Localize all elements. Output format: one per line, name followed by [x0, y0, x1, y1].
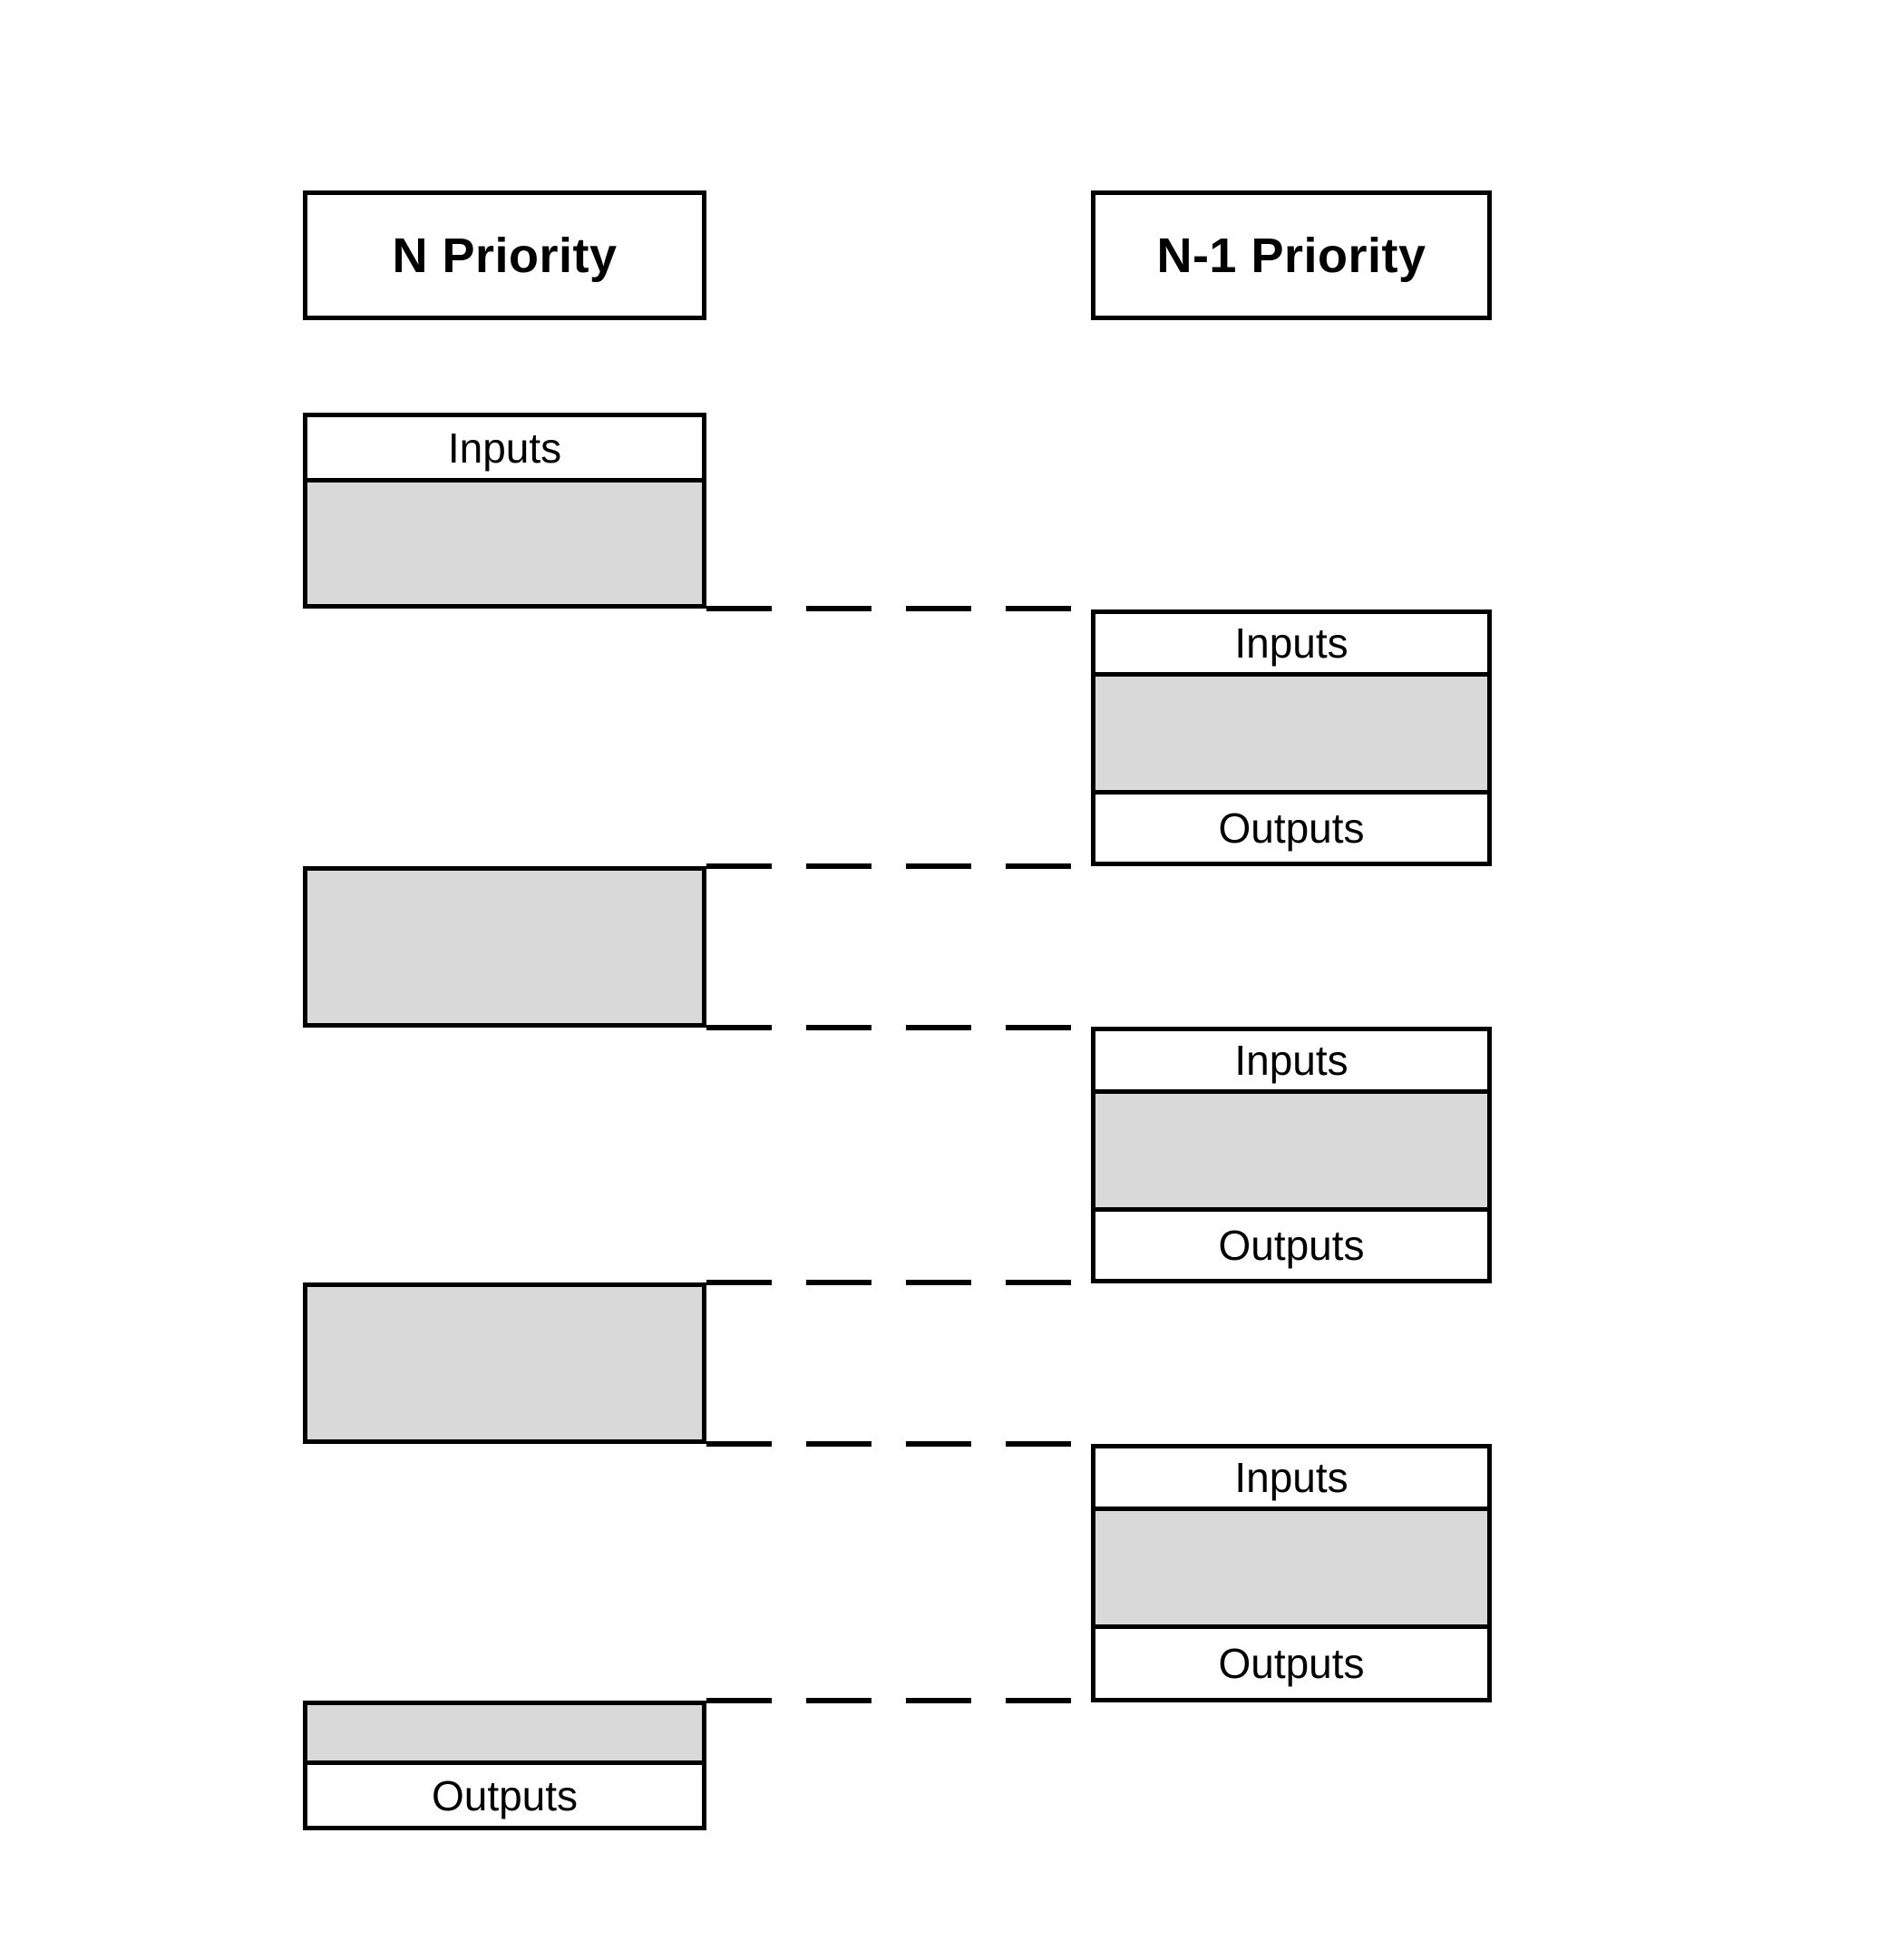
- dashed-connector-connector-6: [706, 1698, 1091, 1703]
- block-body-n1-block-2: [1095, 1094, 1487, 1212]
- block-body-n-block-2: [307, 871, 702, 1023]
- dashed-connector-connector-3: [706, 1025, 1091, 1030]
- header-box-n-1-priority: N-1 Priority: [1091, 190, 1492, 320]
- block-row-inputs-n1-block-3: Inputs: [1095, 1448, 1487, 1512]
- row-label-text: Outputs: [431, 1771, 579, 1819]
- block-body-n-block-4: [307, 1705, 702, 1766]
- block-row-outputs-n1-block-1: Outputs: [1095, 794, 1487, 862]
- block-body-n-block-3: [307, 1287, 702, 1439]
- block-row-outputs-n1-block-3: Outputs: [1095, 1628, 1487, 1698]
- block-body-n1-block-3: [1095, 1511, 1487, 1629]
- block-body-n1-block-1: [1095, 677, 1487, 795]
- process-block-n-block-3[interactable]: [303, 1282, 706, 1444]
- block-row-outputs-n-block-4: Outputs: [307, 1765, 702, 1826]
- header-label-n-1-priority: N-1 Priority: [1156, 228, 1426, 283]
- header-label-n-priority: N Priority: [392, 228, 618, 283]
- dashed-connector-connector-4: [706, 1280, 1091, 1285]
- block-body-n-block-1: [307, 483, 702, 604]
- row-label-text: Outputs: [1218, 804, 1365, 852]
- row-label-text: Outputs: [1218, 1221, 1365, 1269]
- dashed-connector-connector-1: [706, 606, 1091, 611]
- row-label-text: Outputs: [1218, 1639, 1365, 1687]
- process-block-n-block-2[interactable]: [303, 866, 706, 1028]
- block-row-outputs-n1-block-2: Outputs: [1095, 1211, 1487, 1279]
- process-block-n-block-1[interactable]: Inputs: [303, 413, 706, 609]
- dashed-connector-connector-5: [706, 1441, 1091, 1447]
- row-label-text: Inputs: [1234, 1037, 1348, 1085]
- row-label-text: Inputs: [447, 424, 562, 472]
- block-row-inputs-n1-block-2: Inputs: [1095, 1031, 1487, 1095]
- dashed-connector-connector-2: [706, 863, 1091, 869]
- block-row-inputs-n-block-1: Inputs: [307, 417, 702, 483]
- row-label-text: Inputs: [1234, 619, 1348, 668]
- row-label-text: Inputs: [1234, 1454, 1348, 1502]
- header-box-n-priority: N Priority: [303, 190, 706, 320]
- block-row-inputs-n1-block-1: Inputs: [1095, 614, 1487, 678]
- process-block-n-block-4[interactable]: Outputs: [303, 1701, 706, 1830]
